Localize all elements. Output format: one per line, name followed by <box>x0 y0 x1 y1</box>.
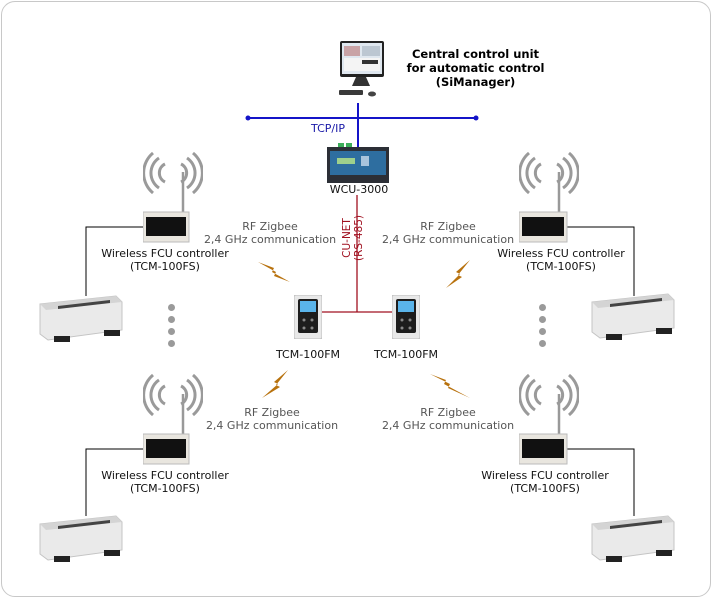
wireless-antenna-icon <box>518 373 580 465</box>
tcp-ip-bus <box>245 103 479 148</box>
thermostat-label: TCM-100FM <box>275 348 341 361</box>
wireless-fcu-controller <box>518 372 580 472</box>
wireless-antenna-icon <box>518 151 580 243</box>
gateway-controller-icon <box>327 143 389 183</box>
fcu-controller-label: Wireless FCU controller (TCM-100FS) <box>486 247 636 273</box>
wireless-antenna-icon <box>142 373 204 465</box>
cu-net-label: CU-NET (RS-485) <box>341 213 365 263</box>
fcu-controller-label: Wireless FCU controller (TCM-100FS) <box>470 469 620 495</box>
rf-line1: RF Zigbee <box>242 220 298 233</box>
fcu-controller-label: Wireless FCU controller (TCM-100FS) <box>90 247 240 273</box>
fan-coil-unit-icon <box>591 293 675 340</box>
desktop-computer-icon <box>339 41 384 97</box>
rf-link-label: RF Zigbee 2,4 GHz communication <box>378 406 518 432</box>
rf-line2: 2,4 GHz communication <box>205 419 339 432</box>
title-line: Central control unit <box>411 47 540 61</box>
fan-coil-unit-icon <box>39 295 123 342</box>
fcu-line2: (TCM-100FS) <box>130 260 200 273</box>
rf-line1: RF Zigbee <box>420 406 476 419</box>
more-units-ellipsis-icon <box>168 304 176 352</box>
rf-link-label: RF Zigbee 2,4 GHz communication <box>378 220 518 246</box>
cu-net-bus <box>322 195 392 313</box>
fcu-line2: (TCM-100FS) <box>510 482 580 495</box>
rf-bolt-icon <box>446 260 470 288</box>
room-thermostat-icon <box>294 295 322 339</box>
cu-net-label-line2: (RS-485) <box>353 215 365 261</box>
more-units-ellipsis-icon <box>539 304 547 352</box>
wireless-fcu-controller <box>142 150 204 250</box>
fcu-line2: (TCM-100FS) <box>526 260 596 273</box>
rf-bolt-icon <box>430 374 470 398</box>
gateway-label: WCU-3000 <box>329 183 389 196</box>
rf-bolt-icon <box>262 370 288 398</box>
wireless-antenna-icon <box>142 151 204 243</box>
fan-coil-unit-icon <box>591 515 675 562</box>
fcu-line1: Wireless FCU controller <box>481 469 609 482</box>
rf-link-label: RF Zigbee 2,4 GHz communication <box>200 220 340 246</box>
room-thermostat-icon <box>392 295 420 339</box>
fcu-line1: Wireless FCU controller <box>101 247 229 260</box>
wireless-fcu-controller <box>142 372 204 472</box>
rf-bolt-icon <box>258 262 290 282</box>
central-unit-title: Central control unit for automatic contr… <box>398 47 553 89</box>
wireless-fcu-controller <box>518 150 580 250</box>
rf-line2: 2,4 GHz communication <box>203 233 337 246</box>
fcu-line1: Wireless FCU controller <box>101 469 229 482</box>
rf-line1: RF Zigbee <box>244 406 300 419</box>
fcu-controller-label: Wireless FCU controller (TCM-100FS) <box>90 469 240 495</box>
thermostat-label: TCM-100FM <box>373 348 439 361</box>
rf-link-label: RF Zigbee 2,4 GHz communication <box>202 406 342 432</box>
cu-net-label-line1: CU-NET <box>341 218 353 258</box>
fcu-line1: Wireless FCU controller <box>497 247 625 260</box>
fcu-line2: (TCM-100FS) <box>130 482 200 495</box>
title-line: for automatic control <box>406 61 545 75</box>
rf-line2: 2,4 GHz communication <box>381 419 515 432</box>
rf-line1: RF Zigbee <box>420 220 476 233</box>
fcu-wires <box>85 226 635 516</box>
rf-line2: 2,4 GHz communication <box>381 233 515 246</box>
fan-coil-unit-icon <box>39 515 123 562</box>
tcp-ip-label: TCP/IP <box>311 122 345 135</box>
title-line: (SiManager) <box>435 75 516 89</box>
